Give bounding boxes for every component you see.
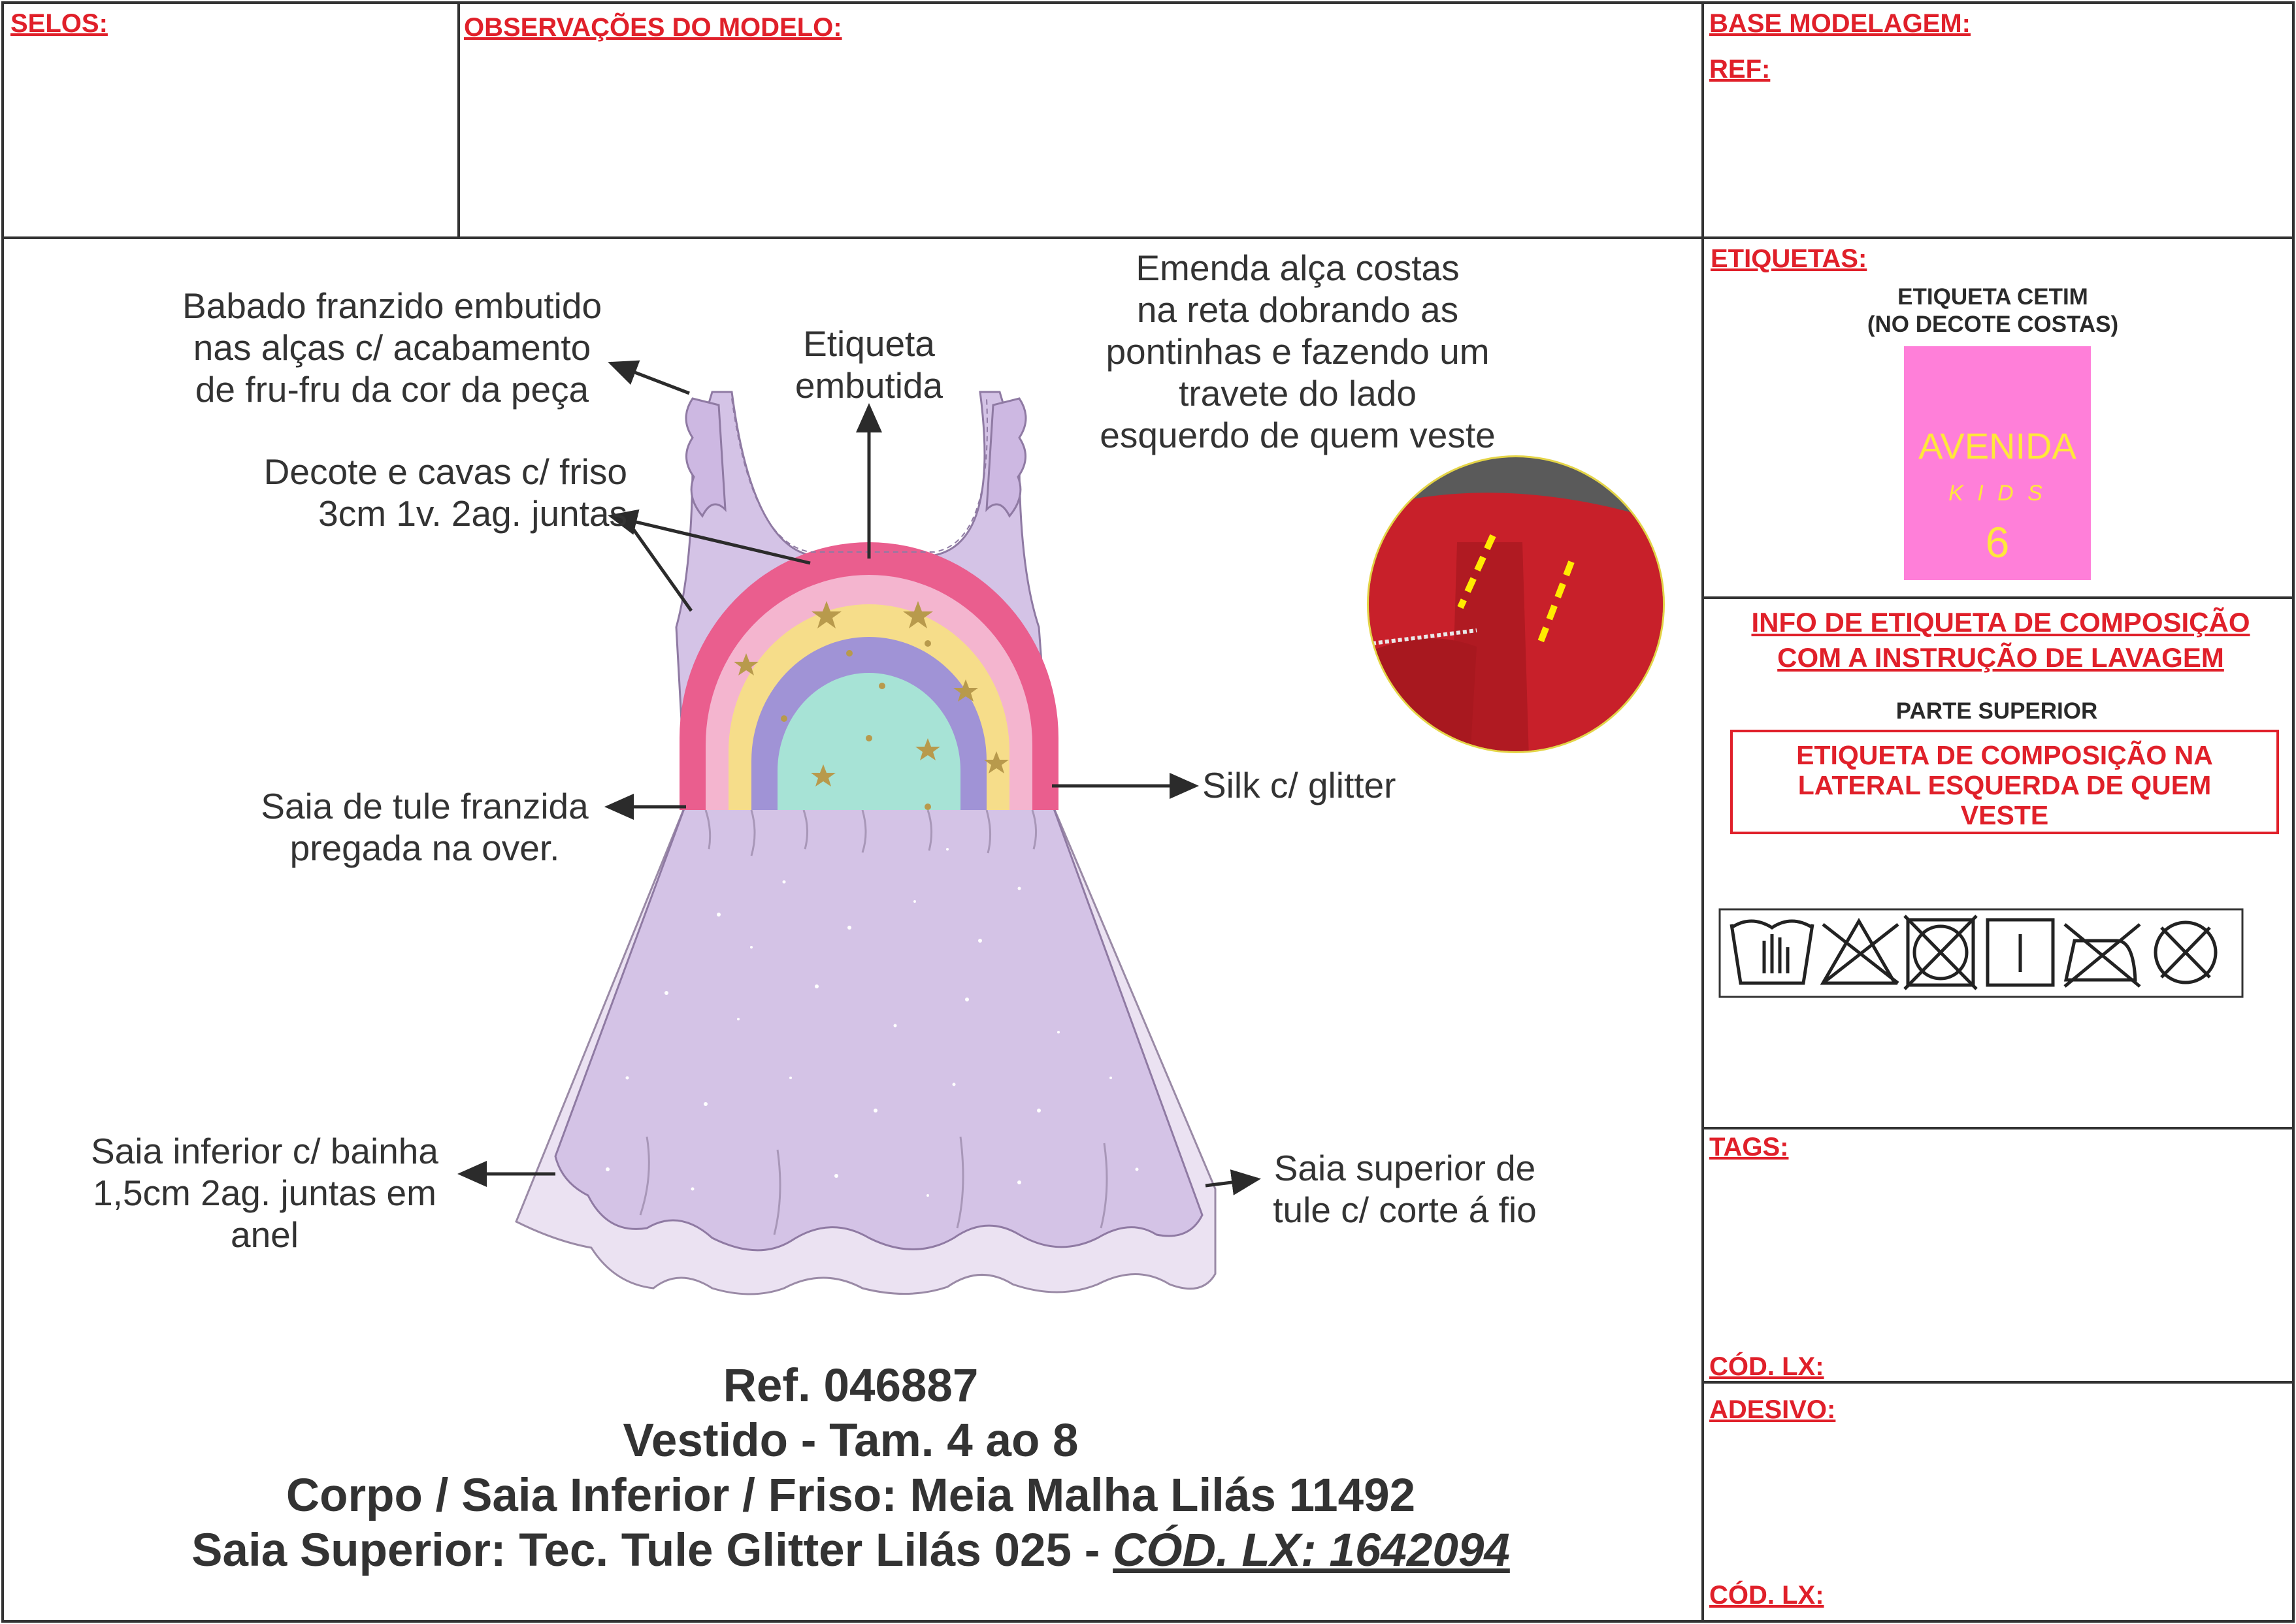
- annotation-babado: Babado franzido embutido nas alças c/ ac…: [182, 285, 602, 410]
- annotation-emenda: Emenda alça costas na reta dobrando as p…: [1100, 248, 1496, 455]
- observacoes-label: OBSERVAÇÕES DO MODELO:: [464, 13, 842, 42]
- left-ruffle: [685, 397, 727, 518]
- no-bleach-icon: [1820, 918, 1899, 985]
- brand-label: AVENIDA K I D S 6: [1904, 346, 2091, 580]
- adesivo-label: ADESIVO:: [1709, 1395, 1836, 1424]
- annotation-decote: Decote e cavas c/ friso 3cm 1v. 2ag. jun…: [263, 451, 627, 534]
- brand-label-name: AVENIDA: [1918, 425, 2076, 466]
- product-fabric-2-line: Saia Superior: Tec. Tule Glitter Lilás 0…: [0, 1523, 1701, 1578]
- annotation-saia-superior: Saia superior de tule c/ corte á fio: [1273, 1148, 1537, 1230]
- no-iron-icon: [2063, 923, 2141, 988]
- sidebar-divider: [1701, 1, 1704, 1623]
- ref-label: REF:: [1709, 55, 1771, 84]
- composicao-box: [1730, 730, 2279, 834]
- annotation-etiqueta-embutida: Etiqueta embutida: [795, 323, 943, 406]
- no-tumble-dry-icon: [1903, 915, 1978, 990]
- product-ref: Ref. 046887: [723, 1360, 979, 1412]
- selos-label: SELOS:: [10, 9, 108, 38]
- detail-photo: [1369, 457, 1663, 751]
- info-composicao-title: INFO DE ETIQUETA DE COMPOSIÇÃO COM A INS…: [1751, 607, 2250, 673]
- product-name: Vestido - Tam. 4 ao 8: [623, 1415, 1079, 1467]
- etiqueta-cetim-text: ETIQUETA CETIM (NO DECOTE COSTAS): [1867, 284, 2119, 337]
- cod-lx-label-2: CÓD. LX:: [1709, 1581, 1824, 1610]
- header-divider: [1, 236, 1704, 239]
- parte-superior-text: PARTE SUPERIOR: [1895, 698, 2098, 724]
- tags-label: TAGS:: [1709, 1133, 1789, 1161]
- no-dry-clean-icon: [2154, 920, 2218, 984]
- glitter-dots: [606, 848, 1139, 1197]
- brand-label-size: 6: [1985, 518, 2010, 566]
- etiquetas-label: ETIQUETAS:: [1711, 244, 1867, 273]
- skirt-gathers: [639, 809, 1108, 1235]
- selos-divider: [457, 1, 460, 238]
- composicao-box-text: ETIQUETA DE COMPOSIÇÃO NA LATERAL ESQUER…: [1796, 740, 2213, 830]
- annotation-saia-inferior: Saia inferior c/ bainha 1,5cm 2ag. junta…: [91, 1131, 438, 1255]
- sidebar-row-2: [1701, 596, 2295, 599]
- product-fabric-1: Corpo / Saia Inferior / Friso: Meia Malh…: [286, 1470, 1416, 1521]
- sidebar-row-4: [1701, 1381, 2295, 1384]
- sidebar-row-1: [1701, 236, 2295, 239]
- brand-label-sub: K I D S: [1948, 481, 2046, 506]
- glitter-stars: [734, 601, 1009, 810]
- annotation-silk: Silk c/ glitter: [1202, 765, 1396, 805]
- cod-lx-label-1: CÓD. LX:: [1709, 1352, 1824, 1381]
- product-fabric-2: Saia Superior: Tec. Tule Glitter Lilás 0…: [191, 1525, 1113, 1576]
- annotation-arrows: [457, 360, 1261, 1195]
- product-cod-lx: CÓD. LX: 1642094: [1113, 1525, 1510, 1576]
- base-modelagem-label: BASE MODELAGEM:: [1709, 9, 1971, 38]
- hand-wash-icon: [1730, 919, 1814, 985]
- right-ruffle: [985, 397, 1027, 518]
- line-dry-icon: [1986, 918, 2055, 987]
- annotation-saia-tule: Saia de tule franzida pregada na over.: [261, 786, 589, 868]
- sidebar-row-3: [1701, 1127, 2295, 1129]
